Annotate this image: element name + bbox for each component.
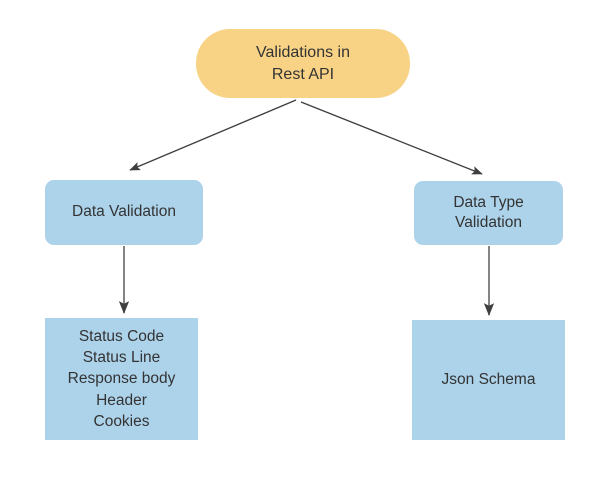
node-validations-in-rest-api[interactable]: Validations in Rest API [196,29,410,98]
node-response-items-label: Status Code Status Line Response body He… [67,328,176,430]
node-data-type-validation-label: Data Type Validation [453,193,524,231]
node-json-schema[interactable]: Json Schema [412,320,565,440]
edge-root-to-data-type-validation [300,101,483,175]
node-data-validation-label: Data Validation [72,203,176,221]
node-json-schema-label: Json Schema [441,370,536,388]
node-data-validation[interactable]: Data Validation [45,180,203,245]
node-response-items[interactable]: Status Code Status Line Response body He… [45,318,198,440]
node-data-type-validation[interactable]: Data Type Validation [414,181,563,245]
node-root-label: Validations in Rest API [256,44,350,83]
edge-root-to-data-validation [129,99,297,171]
